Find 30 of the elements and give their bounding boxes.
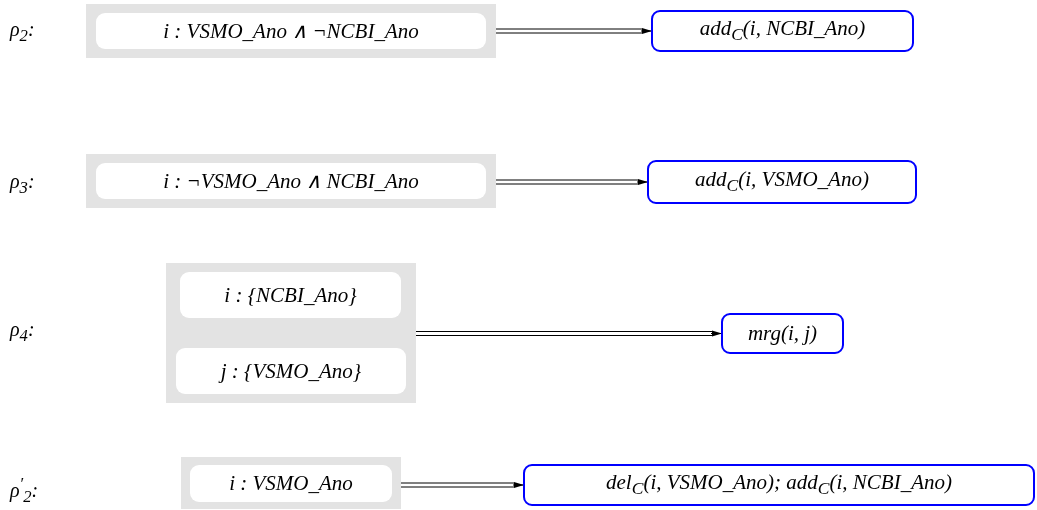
condition-box [190, 465, 392, 502]
action-box [651, 10, 914, 52]
action-box [523, 464, 1035, 506]
formula-text: mrg(i, j) [747, 321, 818, 346]
double-arrow [495, 28, 652, 34]
formula-text: i : VSMO_Ano ∧ ¬NCBI_Ano [163, 18, 419, 44]
formula-text: i : ¬VSMO_Ano ∧ NCBI_Ano [163, 168, 419, 194]
formula-text: i : VSMO_Ano [229, 471, 353, 496]
condition-panel [166, 263, 416, 403]
double-arrow [495, 179, 648, 185]
double-arrow [415, 330, 722, 337]
condition-panel [86, 4, 496, 58]
condition-box [176, 348, 406, 394]
formula-text: del$_{C}$(i, VSMO_Ano); add$_{C}$(i, NCBI_Ano) [606, 470, 952, 500]
condition-box [96, 163, 486, 199]
double-arrow [400, 482, 524, 488]
action-box [721, 313, 844, 354]
rule-label: ρ$_{3}$: [10, 170, 35, 198]
formula-text: add$_{C}$(i, NCBI_Ano) [699, 16, 866, 46]
condition-panel [181, 457, 401, 509]
condition-panel [86, 154, 496, 208]
rule-label: ρ$^{′}$$_{2}$: [10, 474, 39, 507]
formula-text: add$_{C}$(i, VSMO_Ano) [695, 167, 869, 197]
condition-box [96, 13, 486, 49]
rule-label: ρ$_{2}$: [10, 18, 35, 46]
formula-text: j : {VSMO_Ano} [220, 358, 362, 384]
rule-label: ρ$_{4}$: [10, 318, 35, 346]
condition-box [180, 272, 401, 318]
action-box [647, 160, 917, 204]
formula-text: i : {NCBI_Ano} [224, 282, 357, 308]
